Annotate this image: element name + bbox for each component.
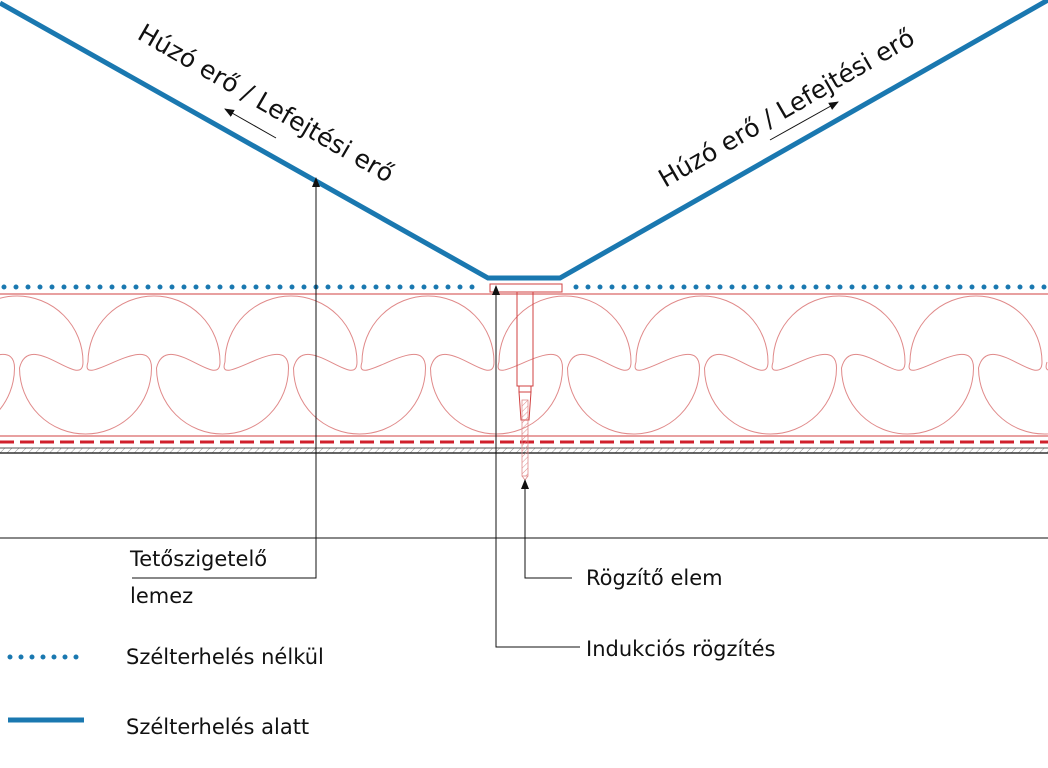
leader-line-fastener xyxy=(521,479,572,579)
legend: Szélterhelés nélkül Szélterhelés alatt xyxy=(7,645,324,739)
legend-label-solid: Szélterhelés alatt xyxy=(126,715,309,739)
callout-membrane-line1: Tetőszigetelő xyxy=(129,547,267,571)
fastener xyxy=(489,283,563,481)
leader-line-membrane xyxy=(132,177,320,579)
screw-shank xyxy=(521,399,529,477)
screw-tip xyxy=(521,475,529,481)
leader-fastener: Rögzítő elem xyxy=(521,479,723,590)
fastener-sleeve-tip xyxy=(518,391,532,421)
legend-label-dotted: Szélterhelés nélkül xyxy=(126,645,324,669)
fastener-sleeve xyxy=(516,291,534,387)
force-arrow-left xyxy=(224,108,277,139)
force-label-right: Húzó erő / Lefejtési erő xyxy=(654,23,920,193)
fastener-nut xyxy=(518,385,532,393)
insulation-loops xyxy=(0,295,1048,435)
induction-plate xyxy=(489,283,563,293)
callout-induction: Indukciós rögzítés xyxy=(586,637,775,661)
leader-line-induction xyxy=(492,285,580,648)
callout-membrane-line2: lemez xyxy=(130,584,193,608)
leader-induction: Indukciós rögzítés xyxy=(492,285,775,661)
callout-fastener: Rögzítő elem xyxy=(586,566,723,590)
force-arrow-right xyxy=(769,101,839,141)
insulation-wave xyxy=(0,295,1048,435)
leader-membrane: Tetőszigetelő lemez xyxy=(129,177,320,608)
membrane-loaded xyxy=(0,0,1048,281)
